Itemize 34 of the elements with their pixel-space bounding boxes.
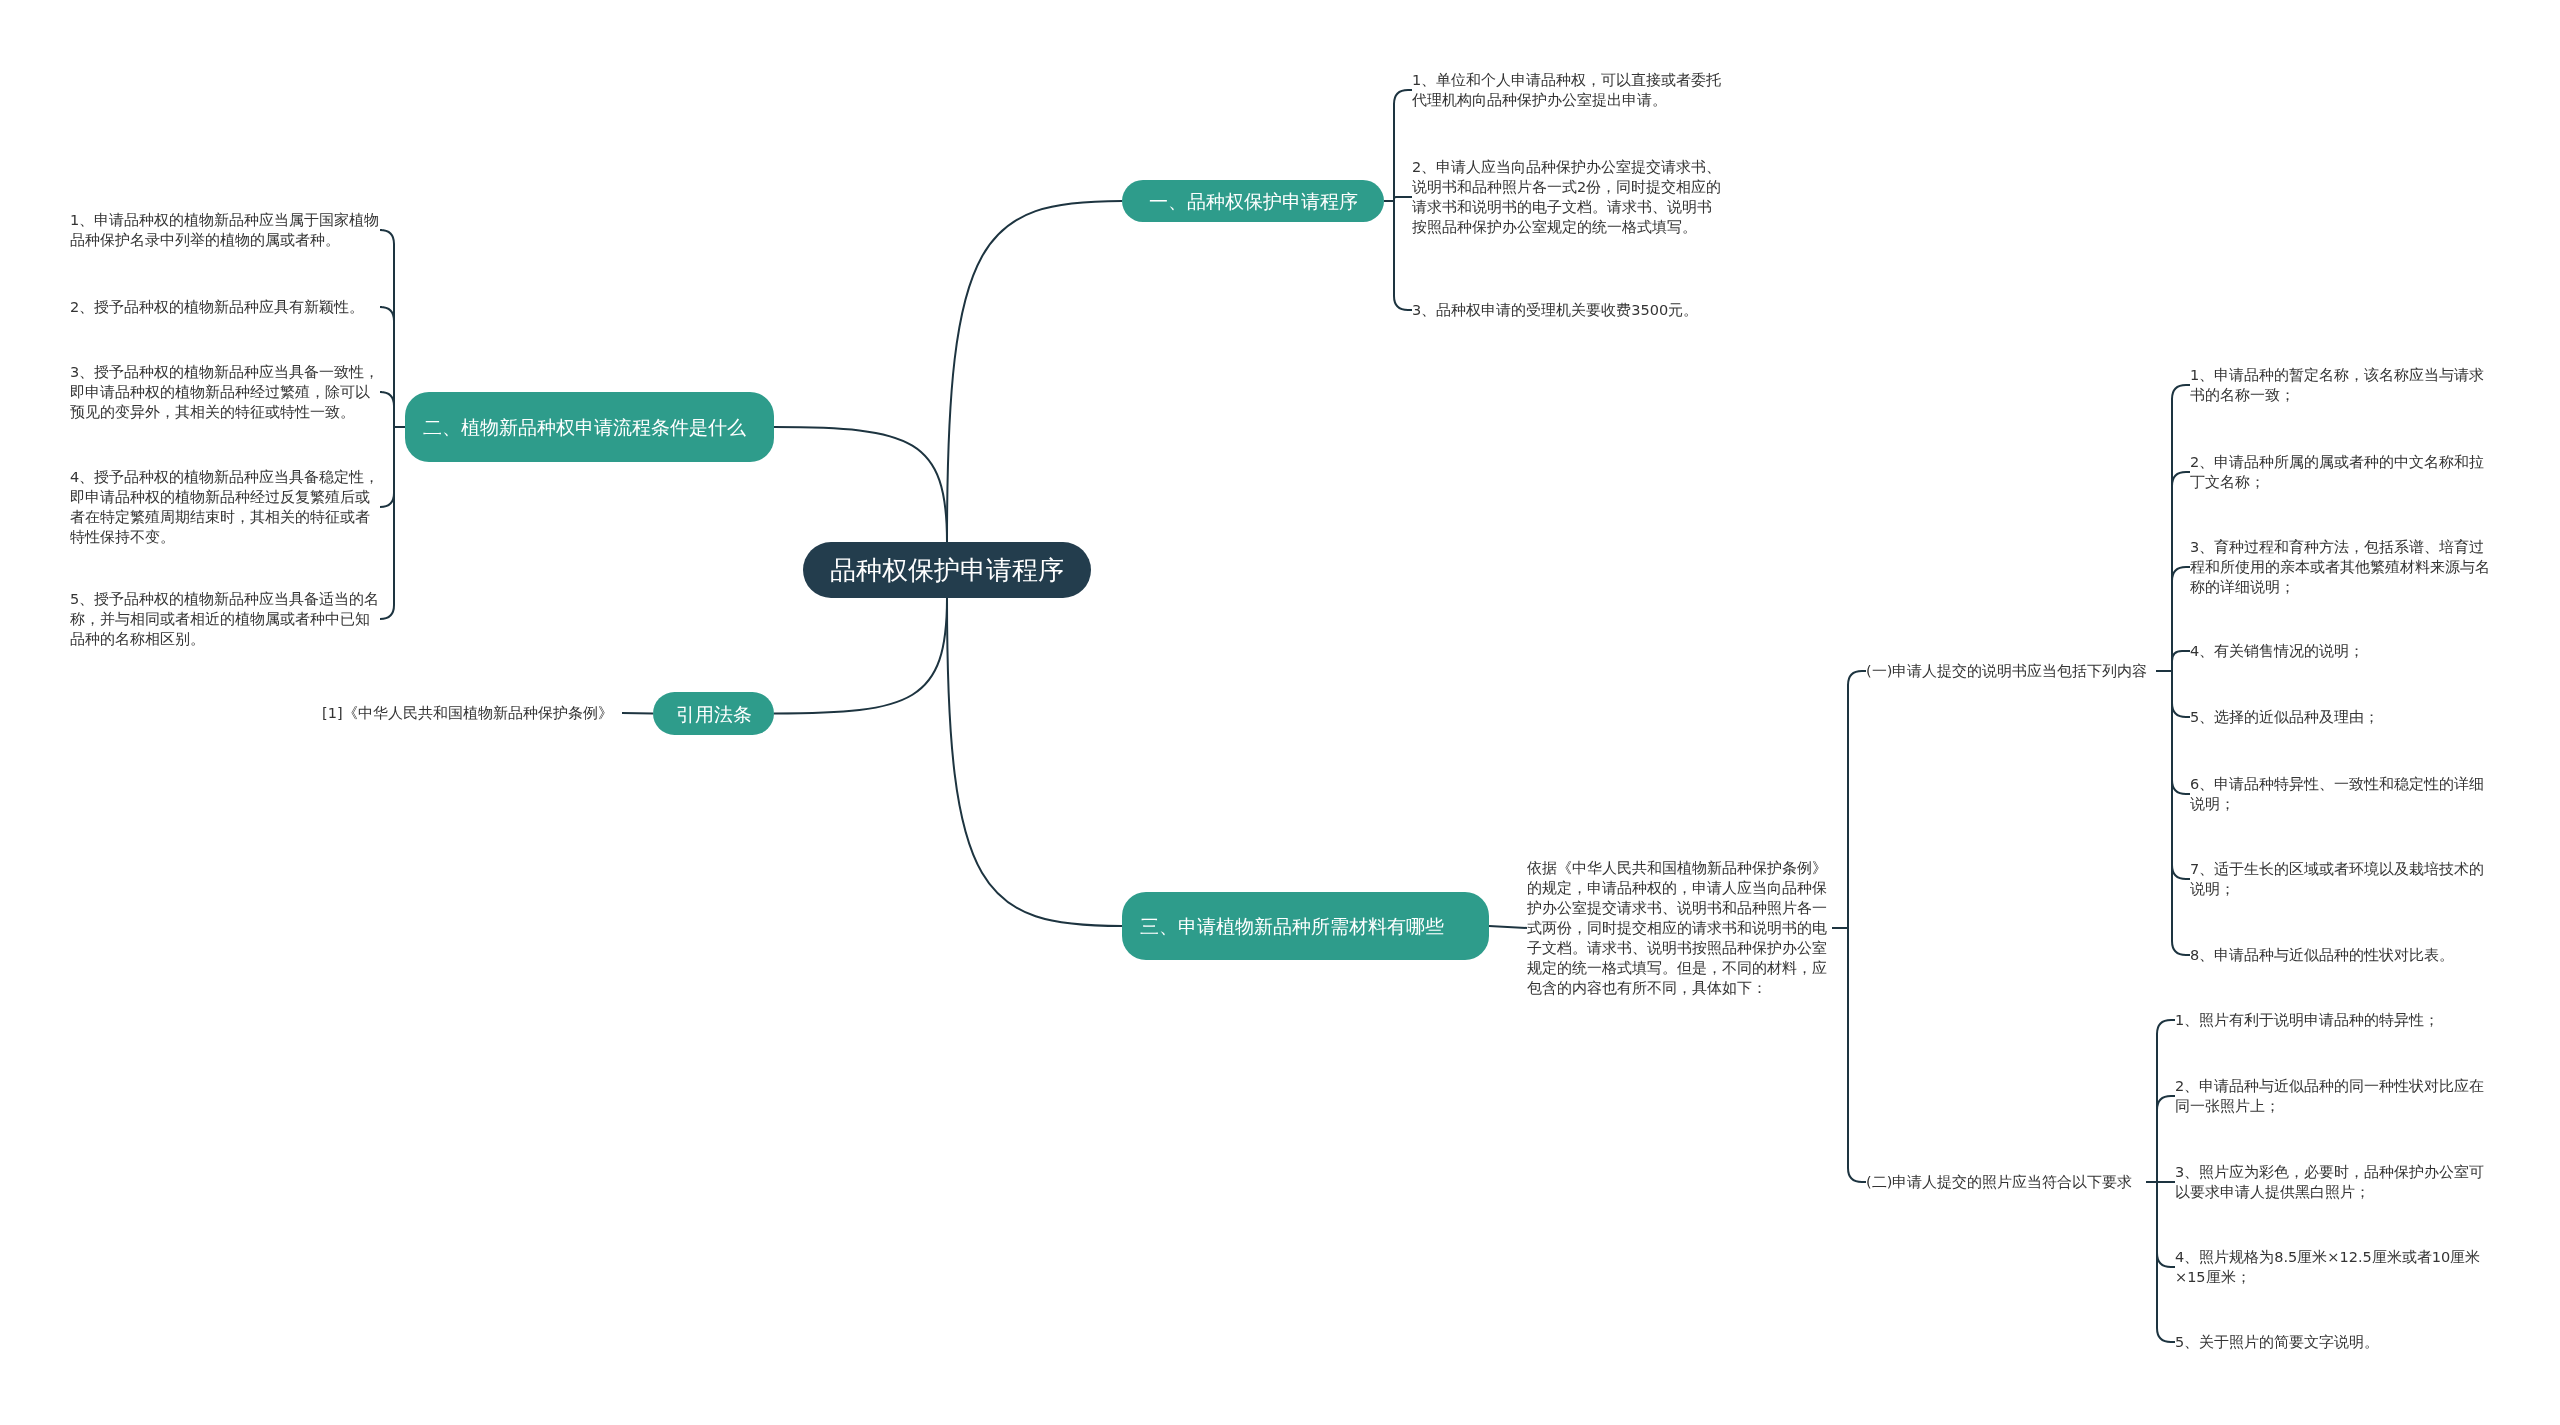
connector-line	[946, 597, 1123, 927]
note-text: 1、申请品种权的植物新品种应当属于国家植物品种保护名录中列举的植物的属或者种。	[70, 210, 382, 250]
note-text: (二)申请人提交的照片应当符合以下要求	[1866, 1172, 2146, 1192]
central-topic-box: 品种权保护申请程序	[803, 542, 1091, 598]
note-text: 1、申请品种的暂定名称，该名称应当与请求书的名称一致；	[2190, 365, 2495, 405]
note-text: 3、授予品种权的植物新品种应当具备一致性，即申请品种权的植物新品种经过繁殖，除可以预见的变异外，其相关的特征或特性一致。	[70, 362, 382, 422]
note-text: 2、申请品种与近似品种的同一种性状对比应在同一张照片上；	[2175, 1076, 2490, 1116]
note-text: 2、申请人应当向品种保护办公室提交请求书、说明书和品种照片各一式2份，同时提交相应的请求书和说明书的电子文档。请求书、说明书按照品种保护办公室规定的统一格式填写。	[1412, 157, 1722, 237]
note-text: 4、有关销售情况的说明；	[2190, 641, 2495, 661]
note-text: 2、授予品种权的植物新品种应具有新颖性。	[70, 297, 382, 317]
note-text: [1]《中华人民共和国植物新品种保护条例》	[322, 703, 622, 723]
connector-line	[1488, 925, 1528, 929]
note-text: 依据《中华人民共和国植物新品种保护条例》的规定，申请品种权的，申请人应当向品种保护办公室提交请求书、说明书和品种照片各一式两份，同时提交相应的请求书和说明书的电子文档。请求书、说明书按照品种保护办公室规定的统一格式填写。但是，不同的材料，应包含的内容也有所不同，具体如下：	[1527, 858, 1832, 998]
note-text: 2、申请品种所属的属或者种的中文名称和拉丁文名称；	[2190, 452, 2495, 492]
note-text: (一)申请人提交的说明书应当包括下列内容	[1866, 661, 2156, 681]
note-text: 6、申请品种特异性、一致性和稳定性的详细说明；	[2190, 774, 2495, 814]
topic-box: 引用法条	[653, 692, 774, 735]
note-text: 3、育种过程和育种方法，包括系谱、培育过程和所使用的亲本或者其他繁殖材料来源与名称的详细说明；	[2190, 537, 2495, 597]
topic-box: 一、品种权保护申请程序	[1122, 180, 1384, 222]
note-text: 1、单位和个人申请品种权，可以直接或者委托代理机构向品种保护办公室提出申请。	[1412, 70, 1722, 110]
note-text: 4、照片规格为8.5厘米×12.5厘米或者10厘米×15厘米；	[2175, 1247, 2490, 1287]
note-text: 7、适于生长的区域或者环境以及栽培技术的说明；	[2190, 859, 2495, 899]
note-text: 5、授予品种权的植物新品种应当具备适当的名称，并与相同或者相近的植物属或者种中已知品种的名称相区别。	[70, 589, 382, 649]
note-text: 5、选择的近似品种及理由；	[2190, 707, 2495, 727]
note-text: 5、关于照片的简要文字说明。	[2175, 1332, 2490, 1352]
connector-line	[773, 426, 948, 543]
note-text: 4、授予品种权的植物新品种应当具备稳定性，即申请品种权的植物新品种经过反复繁殖后或者在特定繁殖周期结束时，其相关的特征或者特性保持不变。	[70, 467, 382, 547]
topic-box: 二、植物新品种权申请流程条件是什么	[405, 392, 774, 462]
note-text: 1、照片有利于说明申请品种的特异性；	[2175, 1010, 2490, 1030]
note-text: 3、照片应为彩色，必要时，品种保护办公室可以要求申请人提供黑白照片；	[2175, 1162, 2490, 1202]
connector-line	[621, 712, 654, 715]
note-text: 8、申请品种与近似品种的性状对比表。	[2190, 945, 2495, 965]
topic-box: 三、申请植物新品种所需材料有哪些	[1122, 892, 1489, 960]
note-text: 3、品种权申请的受理机关要收费3500元。	[1412, 300, 1722, 320]
